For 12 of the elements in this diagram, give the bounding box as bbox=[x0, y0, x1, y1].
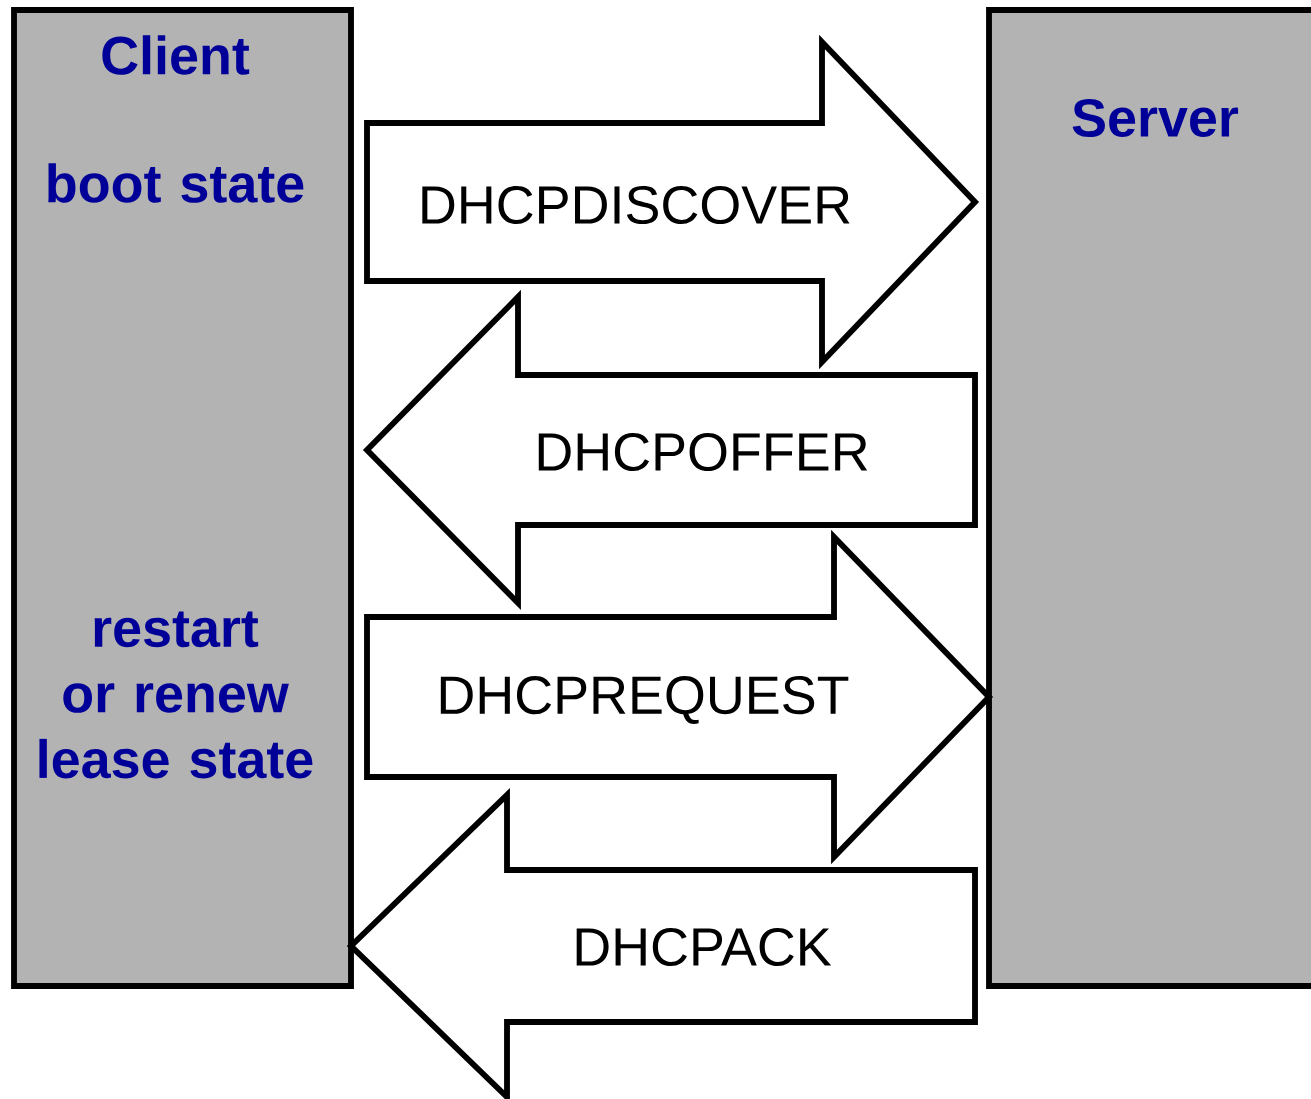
block-arrow bbox=[364, 529, 994, 865]
edge-label: DHCPACK bbox=[576, 927, 832, 967]
state-label: Server bbox=[1072, 98, 1239, 138]
state-label: Client bbox=[102, 35, 250, 75]
edge-label: DHCPDISCOVER bbox=[422, 185, 850, 225]
column-box bbox=[986, 7, 1311, 989]
state-label: boot state bbox=[48, 163, 304, 203]
state-label: restart or renew lease state bbox=[39, 611, 313, 779]
column-box bbox=[11, 7, 354, 989]
block-arrow bbox=[364, 34, 980, 370]
edge-label: DHCPREQUEST bbox=[440, 676, 849, 724]
edge-label: DHCPOFFER bbox=[538, 432, 868, 472]
